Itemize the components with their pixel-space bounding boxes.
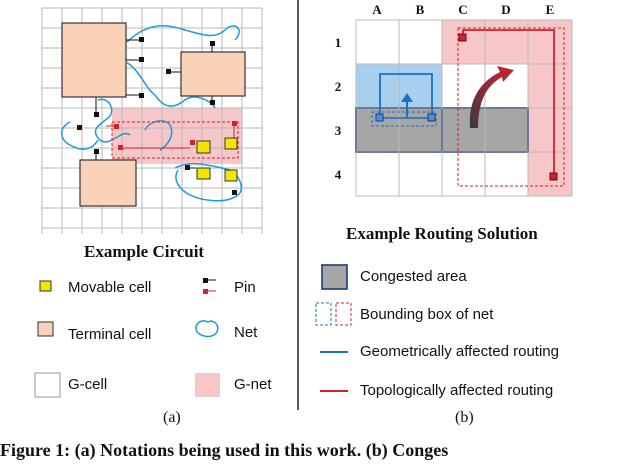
pin-lines — [95, 39, 213, 169]
terminal-cell — [61, 22, 127, 98]
pins — [77, 37, 237, 195]
up-arrow-icon — [401, 93, 413, 118]
blue-pin — [427, 113, 436, 122]
row-label-1: 1 — [335, 35, 342, 50]
col-label-d: D — [501, 2, 510, 17]
row-label-3: 3 — [335, 123, 342, 138]
geo-route — [379, 73, 433, 118]
col-label-e: E — [546, 2, 555, 17]
gcell-legend-icon — [34, 372, 61, 398]
figure-caption: Figure 1: (a) Notations being used in th… — [0, 440, 449, 460]
net-curves — [61, 24, 242, 202]
curved-arrow-icon — [469, 66, 514, 128]
movable-cells — [196, 137, 238, 182]
red-pin — [549, 172, 558, 181]
congested-area-label: Congested area — [360, 268, 467, 285]
red-bounding-box — [457, 27, 565, 187]
example-routing-title: Example Routing Solution — [346, 224, 538, 243]
red-pin — [458, 33, 467, 42]
congested-legend-icon — [321, 264, 348, 290]
movable-cell-label: Movable cell — [68, 279, 152, 296]
routing-grid — [355, 19, 573, 197]
topo-pink-region — [442, 20, 572, 64]
net-legend-icon — [195, 320, 219, 338]
col-label-a: A — [372, 2, 382, 17]
sublabel-b: (b) — [455, 409, 474, 426]
gnet-label: G-net — [234, 376, 272, 393]
sublabel-a: (a) — [163, 409, 181, 426]
net-label: Net — [234, 324, 258, 341]
terminal-cell — [180, 51, 246, 97]
red-pin-lines — [106, 125, 235, 149]
topo-routing-label: Topologically affected routing — [360, 382, 554, 399]
terminal-cell-label: Terminal cell — [68, 326, 152, 343]
bbox-blue-legend-icon — [315, 302, 332, 326]
pin-label: Pin — [234, 279, 256, 296]
bounding-box-label: Bounding box of net — [360, 306, 494, 323]
gnet-bounding-box — [111, 121, 239, 159]
col-label-c: C — [458, 2, 467, 17]
col-label-b: B — [416, 2, 425, 17]
row-label-2: 2 — [335, 79, 342, 94]
terminal-cell-legend-icon — [37, 321, 54, 337]
pin-legend-icon — [203, 278, 216, 294]
row-label-4: 4 — [335, 167, 342, 182]
terminal-cell — [79, 159, 137, 207]
blue-pin — [375, 113, 384, 122]
example-circuit-title: Example Circuit — [84, 242, 205, 261]
movable-cell-legend-icon — [39, 280, 52, 292]
bbox-red-legend-icon — [335, 302, 352, 326]
red-pins — [114, 121, 237, 150]
blue-bounding-box — [371, 111, 437, 127]
gnet-legend-icon — [195, 373, 220, 397]
geo-routing-label: Geometrically affected routing — [360, 343, 559, 360]
gcell-label: G-cell — [68, 376, 108, 393]
